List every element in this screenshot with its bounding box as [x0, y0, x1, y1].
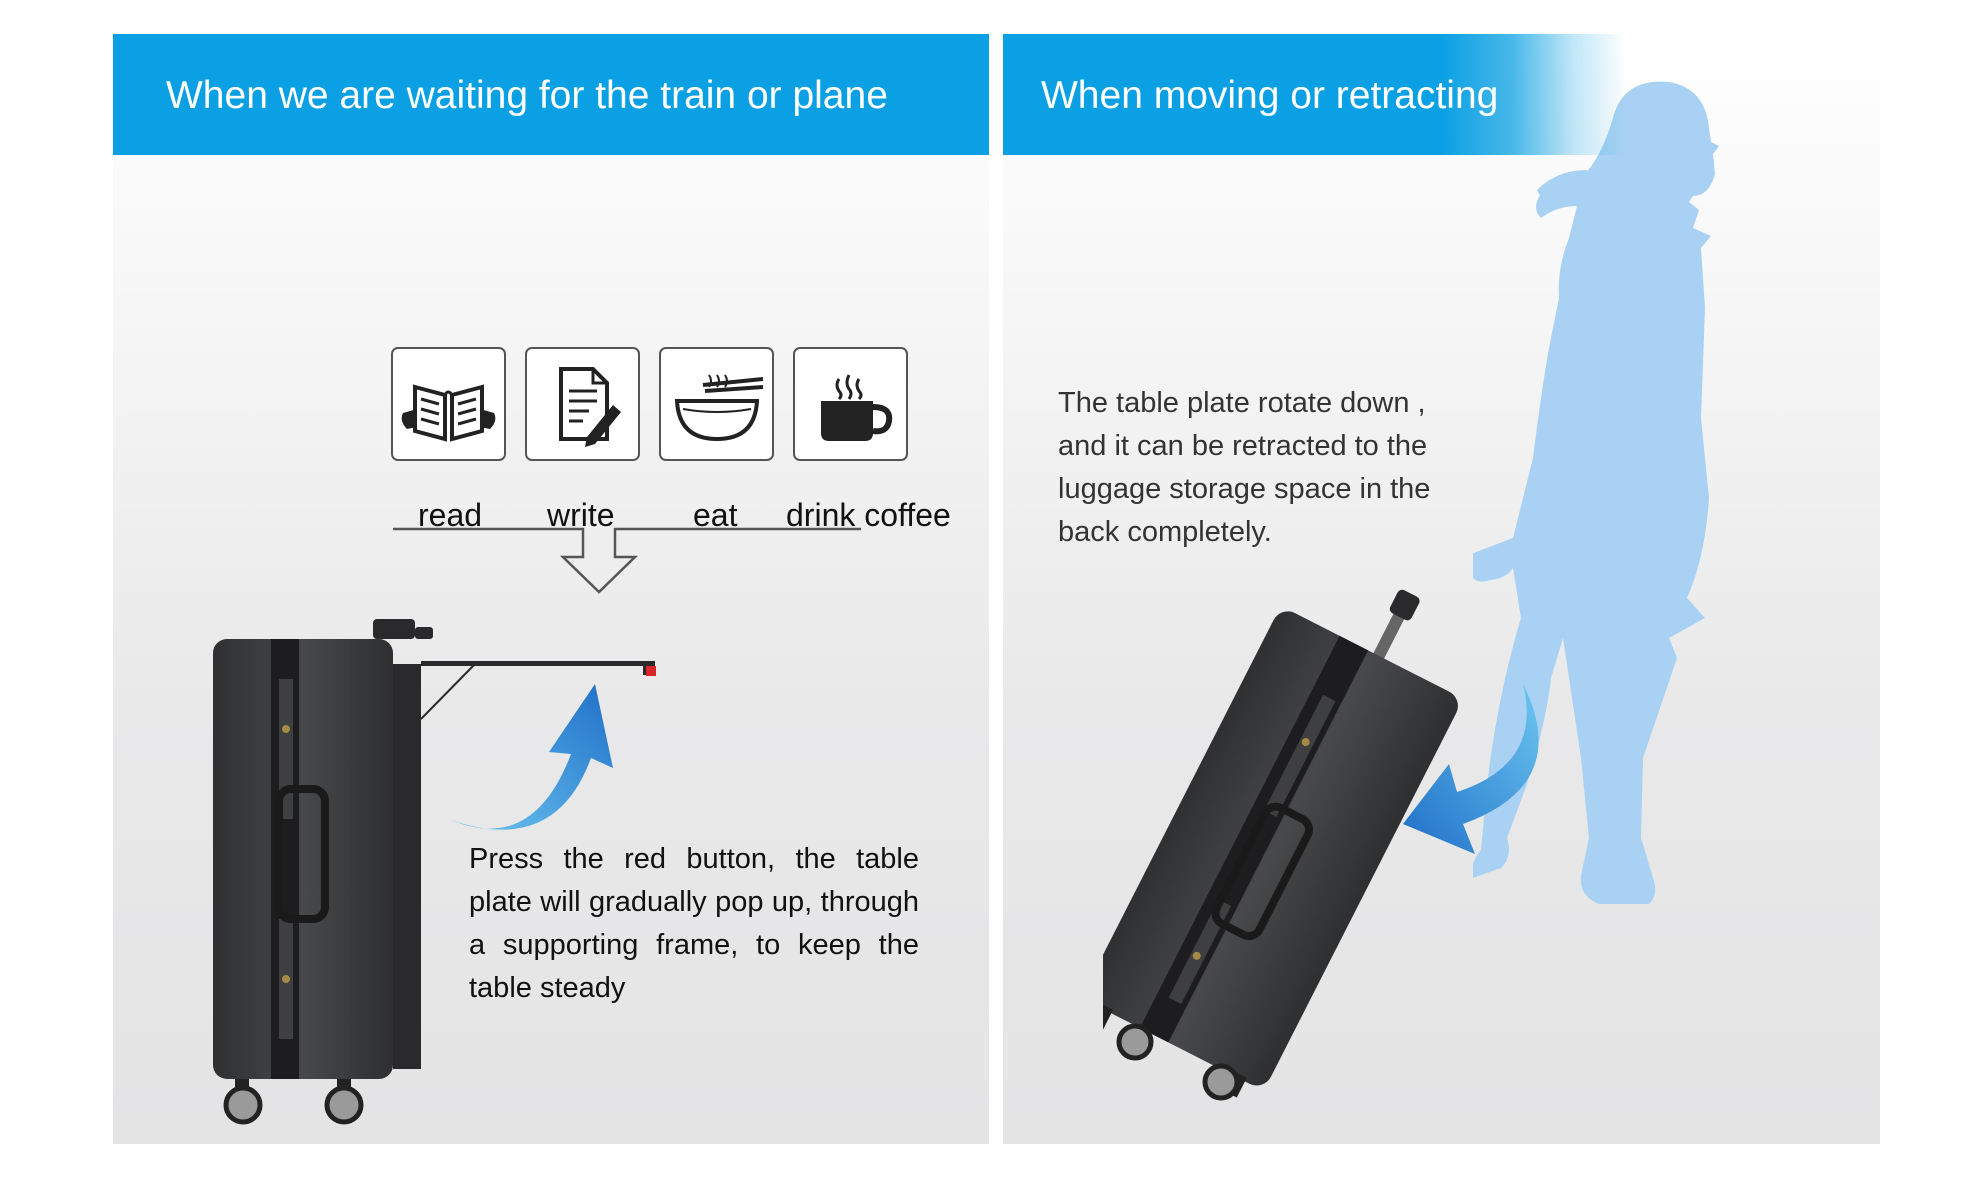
left-description: Press the red button, the table plate wi…	[469, 843, 919, 1004]
suitcase-tilted	[1103, 589, 1458, 1101]
noodle-bowl-icon	[674, 374, 764, 442]
right-panel-title: When moving or retracting	[1041, 74, 1499, 117]
coffee-cup-icon	[821, 374, 893, 441]
activity-label-eat: eat	[693, 497, 738, 533]
card-write	[525, 347, 640, 461]
right-panel: When moving or retracting The table plat…	[1003, 34, 1880, 1144]
right-banner: When moving or retracting	[1003, 34, 1880, 155]
card-eat	[659, 347, 774, 461]
suitcase-with-table	[213, 619, 656, 1125]
activity-label-read: read	[418, 497, 483, 533]
activity-label-drink-coffee: drink coffee	[786, 497, 951, 533]
activity-label-write: write	[547, 497, 615, 533]
left-panel-title: When we are waiting for the train or pla…	[166, 74, 888, 117]
left-banner: When we are waiting for the train or pla…	[113, 34, 989, 155]
person-silhouette	[1473, 81, 1719, 904]
down-arrow-icon	[393, 527, 861, 594]
curved-up-arrow-icon	[451, 684, 613, 830]
card-read	[391, 347, 506, 461]
curved-down-arrow-icon	[1403, 684, 1539, 854]
left-panel: When we are waiting for the train or pla…	[113, 34, 989, 1144]
right-description: The table plate rotate down , and it can…	[1058, 387, 1431, 548]
document-pencil-icon	[559, 367, 621, 447]
book-icon	[401, 384, 496, 442]
card-drink-coffee	[793, 347, 908, 461]
